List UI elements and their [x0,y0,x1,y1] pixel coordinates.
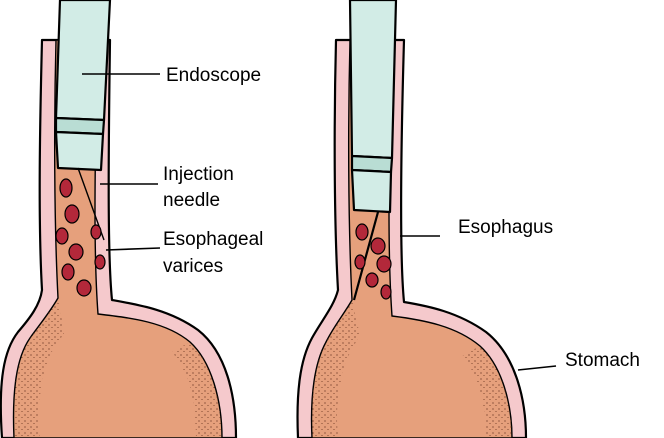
label-injection-needle: Injection needle [100,164,234,211]
label-injection-text-1: Injection [163,164,234,185]
label-varices-text-1: Esophageal [163,229,263,250]
leader-varices [106,248,160,250]
label-stomach: Stomach [518,350,640,371]
label-esophagus: Esophagus [400,217,553,238]
left-endoscope-body [56,0,110,120]
label-esophagus-text: Esophagus [458,217,553,238]
label-stomach-text: Stomach [565,350,640,371]
right-endoscope-body [350,0,396,158]
right-endoscope-tip [352,170,391,212]
leader-stomach [518,366,556,370]
label-injection-text-2: needle [163,190,220,211]
left-endoscope-tip [56,132,103,170]
right-endoscope [350,0,396,212]
label-endoscope-text: Endoscope [166,65,261,86]
label-varices-text-2: varices [163,256,223,277]
left-endoscope [56,0,110,170]
label-esophageal-varices: Esophageal varices [106,229,263,277]
